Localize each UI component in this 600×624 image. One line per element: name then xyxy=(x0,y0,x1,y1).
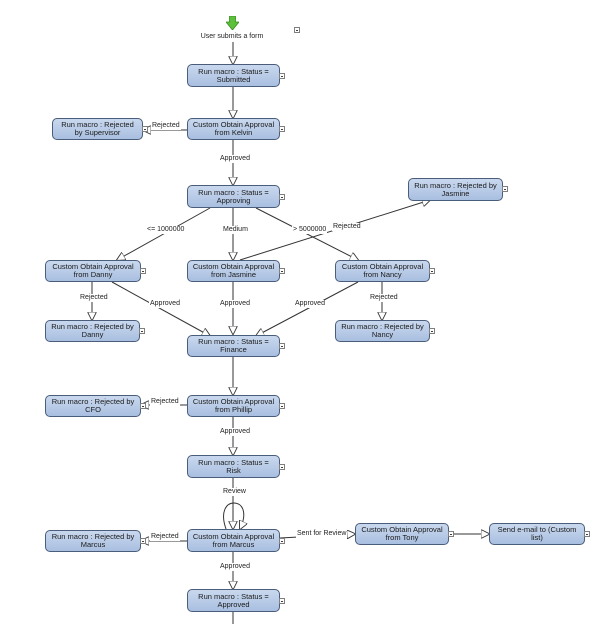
collapse-toggle-icon[interactable] xyxy=(139,328,145,334)
edge-label: Rejected xyxy=(151,122,181,130)
collapse-toggle-icon[interactable] xyxy=(584,531,590,537)
node-status-approved[interactable]: Run macro : Status = Approved xyxy=(187,589,280,612)
collapse-toggle-icon[interactable] xyxy=(279,538,285,544)
node-status-finance[interactable]: Run macro : Status = Finance xyxy=(187,335,280,357)
collapse-toggle-icon[interactable] xyxy=(140,538,146,544)
node-send-email[interactable]: Send e-mail to (Custom list) xyxy=(489,523,585,545)
node-rejected-supervisor[interactable]: Run macro : Rejected by Supervisor xyxy=(52,118,143,140)
start-label: User submits a form xyxy=(200,33,264,40)
edge-label: Approved xyxy=(149,300,181,308)
node-rejected-nancy[interactable]: Run macro : Rejected by Nancy xyxy=(335,320,430,342)
collapse-toggle-icon[interactable] xyxy=(279,343,285,349)
collapse-toggle-icon[interactable] xyxy=(140,403,146,409)
collapse-toggle-icon[interactable] xyxy=(140,268,146,274)
collapse-toggle-icon[interactable] xyxy=(279,126,285,132)
edge-label: Rejected xyxy=(369,294,399,302)
collapse-toggle-icon[interactable] xyxy=(142,126,148,132)
node-approval-kelvin[interactable]: Custom Obtain Approval from Kelvin xyxy=(187,118,280,140)
collapse-toggle-icon[interactable] xyxy=(429,268,435,274)
collapse-toggle-icon[interactable] xyxy=(502,186,508,192)
edge-approving-danny xyxy=(117,207,211,260)
node-rejected-marcus[interactable]: Run macro : Rejected by Marcus xyxy=(45,530,141,552)
edge-label: Rejected xyxy=(332,223,362,231)
edge-label: > 5000000 xyxy=(292,226,328,234)
node-rejected-jasmine[interactable]: Run macro : Rejected by Jasmine xyxy=(408,178,503,201)
edge-label: <= 1000000 xyxy=(146,226,186,234)
edge-label: Approved xyxy=(294,300,326,308)
collapse-toggle-icon[interactable] xyxy=(279,598,285,604)
node-approval-phillip[interactable]: Custom Obtain Approval from Phillip xyxy=(187,395,280,417)
edge-label: Medium xyxy=(222,226,249,234)
start-arrow-icon xyxy=(226,16,239,30)
edge-label: Rejected xyxy=(150,398,180,406)
edge-label: Approved xyxy=(219,155,251,163)
edge-danny-finance xyxy=(111,281,210,336)
edge-label: Sent for Review xyxy=(296,530,348,538)
node-approval-tony[interactable]: Custom Obtain Approval from Tony xyxy=(355,523,449,545)
node-status-submitted[interactable]: Run macro : Status = Submitted xyxy=(187,64,280,87)
node-approval-jasmine[interactable]: Custom Obtain Approval from Jasmine xyxy=(187,260,280,282)
edge-approving-nancy xyxy=(255,207,358,260)
edge-marcus-review-loop xyxy=(223,502,244,529)
edge-label: Approved xyxy=(219,563,251,571)
edge-label: Approved xyxy=(219,300,251,308)
edge-label: Rejected xyxy=(79,294,109,302)
collapse-toggle-icon[interactable] xyxy=(279,268,285,274)
node-approval-nancy[interactable]: Custom Obtain Approval from Nancy xyxy=(335,260,430,282)
collapse-toggle-icon[interactable] xyxy=(279,464,285,470)
edge-label: Approved xyxy=(219,428,251,436)
collapse-toggle-icon[interactable] xyxy=(448,531,454,537)
collapse-toggle-icon[interactable] xyxy=(279,403,285,409)
node-status-risk[interactable]: Run macro : Status = Risk xyxy=(187,455,280,478)
node-status-approving[interactable]: Run macro : Status = Approving xyxy=(187,185,280,208)
edge-label: Rejected xyxy=(150,533,180,541)
edge-label: Review xyxy=(222,488,247,496)
collapse-toggle-icon[interactable] xyxy=(429,328,435,334)
collapse-toggle-icon[interactable] xyxy=(294,27,300,33)
node-approval-danny[interactable]: Custom Obtain Approval from Danny xyxy=(45,260,141,282)
edge-nancy-finance xyxy=(256,281,359,336)
node-approval-marcus[interactable]: Custom Obtain Approval from Marcus xyxy=(187,529,280,552)
node-rejected-danny[interactable]: Run macro : Rejected by Danny xyxy=(45,320,140,342)
collapse-toggle-icon[interactable] xyxy=(279,73,285,79)
collapse-toggle-icon[interactable] xyxy=(279,194,285,200)
node-rejected-cfo[interactable]: Run macro : Rejected by CFO xyxy=(45,395,141,417)
